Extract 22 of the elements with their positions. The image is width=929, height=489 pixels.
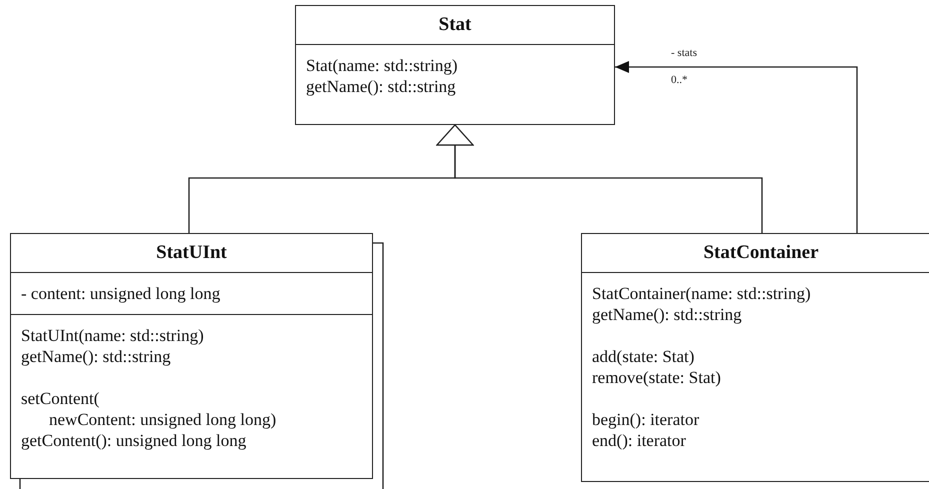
- method-text: getName(): std::string: [21, 346, 172, 367]
- inheritance-arrow: [436, 124, 763, 233]
- class-name: StatContainer: [702, 242, 820, 264]
- class-name: Stat: [438, 14, 472, 36]
- method-text: getName(): std::string: [592, 304, 743, 325]
- method-text: Stat(name: std::string): [306, 55, 459, 76]
- method-text: StatContainer(name: std::string): [592, 283, 812, 304]
- method-text: getContent(): unsigned long long: [21, 430, 248, 451]
- class-box: [295, 5, 615, 125]
- role-name: - stats: [671, 47, 697, 59]
- method-text: getName(): std::string: [306, 76, 457, 97]
- method-text: add(state: Stat): [592, 346, 696, 367]
- multiplicity-label: 0..*: [671, 74, 688, 86]
- class-box: [581, 233, 929, 482]
- method-text: setContent( newContent: unsigned long long): [21, 388, 278, 430]
- association-arrow: [615, 61, 858, 233]
- method-text: StatUInt(name: std::string): [21, 325, 205, 346]
- attribute-text: - content: unsigned long long: [21, 283, 222, 304]
- method-text: begin(): iterator: [592, 409, 700, 430]
- method-text: remove(state: Stat): [592, 367, 722, 388]
- method-text: end(): iterator: [592, 430, 687, 451]
- class-name: StatUInt: [155, 242, 228, 264]
